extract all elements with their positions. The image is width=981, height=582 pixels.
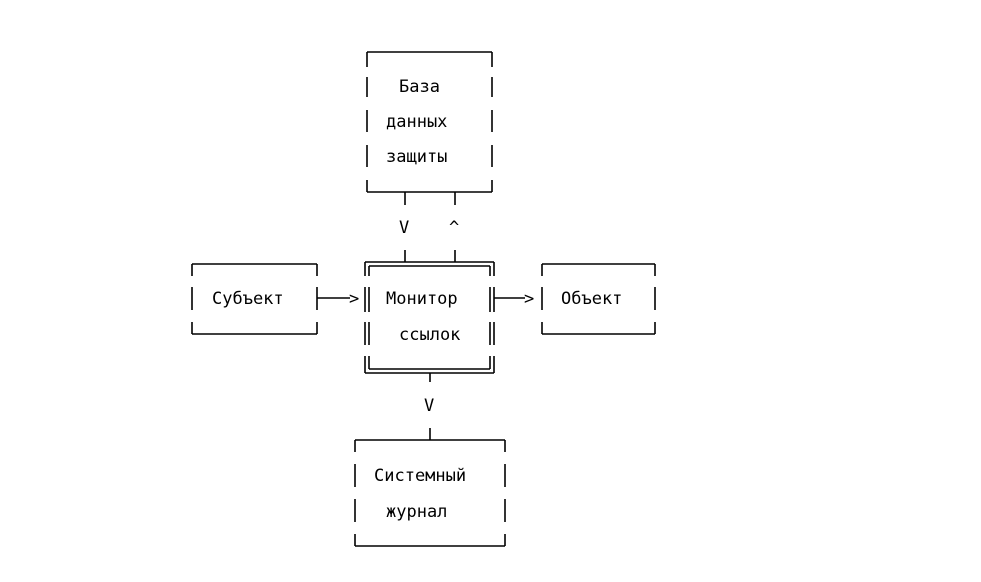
monitor-to-journal-arrow: V xyxy=(424,396,435,416)
journal-label-line-2: журнал xyxy=(386,502,448,522)
db-to-monitor-arrow: V xyxy=(399,218,410,238)
journal-box-frame xyxy=(354,439,506,547)
subject-box-frame xyxy=(191,263,318,335)
database-box-frame xyxy=(366,51,493,193)
subject-label: Субъект xyxy=(212,289,284,309)
database-label-line-1: База xyxy=(399,77,440,97)
object-box-frame xyxy=(541,263,656,335)
monitor-label-line-2: ссылок xyxy=(399,325,461,345)
database-label-line-3: защиты xyxy=(386,147,448,167)
subject-to-monitor-arrow: > xyxy=(349,289,360,309)
db-monitor-connectors xyxy=(404,192,456,262)
monitor-label-line-1: Монитор xyxy=(386,289,458,309)
monitor-box-frame xyxy=(364,261,495,374)
monitor-to-db-arrow: ^ xyxy=(449,218,460,238)
database-label-line-2: данных xyxy=(386,112,448,132)
journal-label-line-1: Системный xyxy=(374,466,467,486)
object-label: Объект xyxy=(561,289,623,309)
monitor-to-object-arrow: > xyxy=(524,289,535,309)
